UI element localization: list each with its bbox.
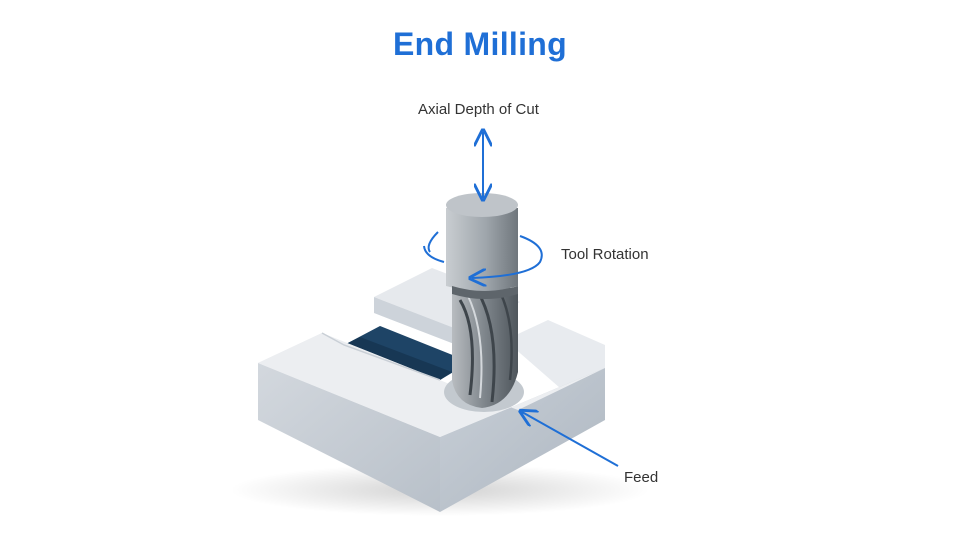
annotations: [423, 132, 619, 467]
flute-highlight: [467, 295, 483, 399]
flute-line-2: [476, 291, 496, 403]
right-block-top: [505, 320, 605, 388]
page-title: End Milling: [393, 26, 567, 62]
slot-floor: [344, 326, 470, 380]
shank-collar: [452, 286, 518, 299]
slot-floor-shade: [344, 337, 452, 380]
slot-edge: [321, 332, 441, 381]
tool-shank: [446, 208, 518, 291]
front-face: [258, 363, 440, 512]
flute-line-3: [498, 291, 513, 381]
end-mill-tool: [446, 193, 518, 408]
shank-top: [446, 193, 518, 217]
feed-label: Feed: [624, 469, 659, 486]
axial-depth-label: Axial Depth of Cut: [418, 101, 539, 118]
back-wall-front: [374, 297, 462, 347]
feed-arrow: [522, 412, 619, 467]
top-surface-front: [258, 333, 605, 437]
flute-line-1: [458, 299, 474, 396]
rotation-arc-left: [423, 245, 445, 263]
rotation-arc-right: [472, 235, 543, 278]
rotation-arc-back: [427, 231, 439, 253]
right-face: [440, 368, 605, 512]
tool-rotation-label: Tool Rotation: [561, 246, 649, 263]
